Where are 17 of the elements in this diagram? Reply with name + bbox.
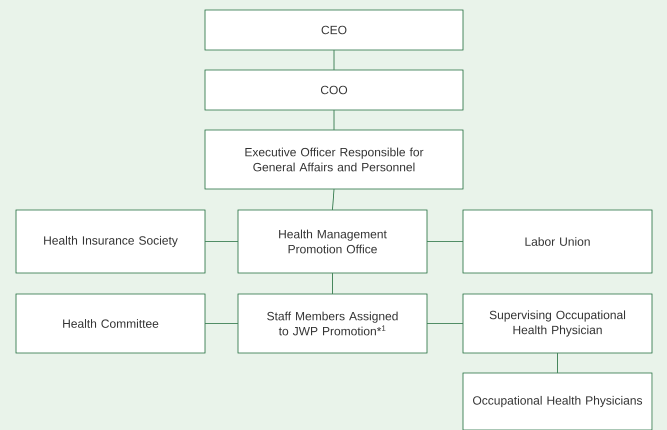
org-box: Occupational Health Physicians (462, 372, 652, 430)
org-box: COO (204, 70, 464, 110)
org-box: Supervising Occupational Health Physician (462, 294, 652, 354)
org-box: Health Committee (16, 294, 206, 354)
connector-line (427, 323, 463, 324)
org-box: Health Management Promotion Office (238, 210, 428, 274)
connector-line (332, 189, 334, 210)
org-box: Health Insurance Society (16, 210, 206, 274)
connector-line (332, 273, 333, 294)
org-box: Labor Union (462, 210, 652, 274)
connector-line (205, 323, 238, 324)
org-box: Staff Members Assigned to JWP Promotion*$^{1}$ (238, 294, 428, 354)
connector-line (205, 241, 238, 242)
connector-line (427, 241, 463, 242)
org-box: CEO (204, 10, 464, 50)
org-box: Executive Officer Responsible for General Affairs and Personnel (204, 130, 464, 190)
connector-line (557, 353, 558, 373)
